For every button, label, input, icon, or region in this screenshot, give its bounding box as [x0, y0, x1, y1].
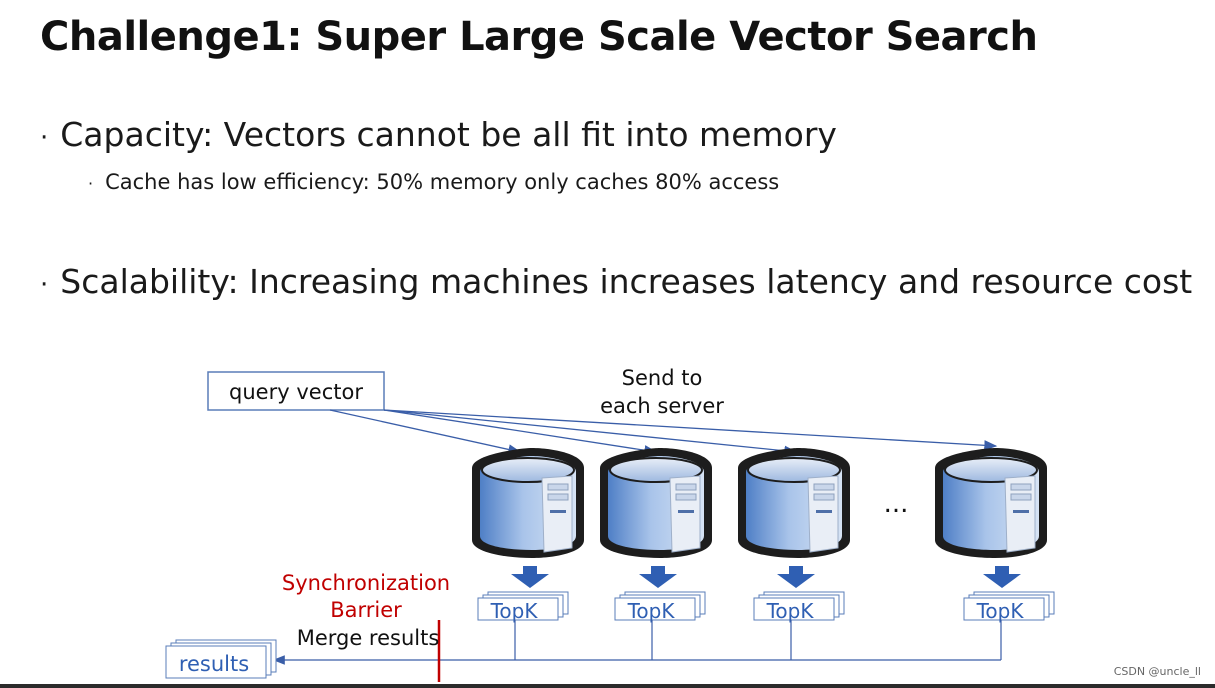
server-3 [737, 447, 851, 559]
results-label: results [179, 652, 249, 676]
send-arrows [329, 409, 998, 456]
bullet-capacity-text: Capacity: Vectors cannot be all fit into… [60, 115, 837, 154]
send-arrow-4 [383, 409, 998, 451]
bullet-scalability-text: Scalability: Increasing machines increas… [60, 262, 1193, 301]
topk-stack-2: TopK [614, 591, 706, 623]
send-arrow-1 [329, 409, 522, 455]
down-arrow-3 [777, 566, 815, 588]
send-arrow-3 [383, 409, 798, 456]
down-arrow-1 [511, 566, 549, 588]
topk-label-2: TopK [627, 599, 676, 623]
ellipsis: ... [884, 489, 909, 519]
send-arrow-2 [383, 409, 658, 456]
topk-stack-4: TopK [963, 591, 1055, 623]
sub-bullet-dot: · [88, 174, 94, 193]
results-stack: results [165, 639, 277, 679]
query-vector-box: query vector [207, 371, 385, 411]
server-2 [599, 447, 713, 559]
bullet-scalability: · Scalability: Increasing machines increa… [40, 262, 1192, 301]
send-label-line2: each server [600, 394, 724, 418]
bullet-dot: · [40, 270, 49, 300]
server-1 [471, 447, 585, 559]
slide-title: Challenge1: Super Large Scale Vector Sea… [40, 14, 1038, 60]
merge-lines [272, 620, 1002, 665]
bottom-bar [0, 684, 1215, 688]
bullet-capacity: · Capacity: Vectors cannot be all fit int… [40, 115, 837, 154]
topk-label-4: TopK [976, 599, 1025, 623]
topk-label-3: TopK [766, 599, 815, 623]
sync-label-line1: Synchronization [282, 571, 450, 595]
send-label-line1: Send to [622, 366, 703, 390]
sub-bullet-cache-text: Cache has low efficiency: 50% memory onl… [105, 170, 780, 194]
down-arrow-2 [639, 566, 677, 588]
query-vector-label: query vector [229, 380, 363, 404]
down-arrow-4 [983, 566, 1021, 588]
server-4 [934, 447, 1048, 559]
watermark: CSDN @uncle_ll [1113, 665, 1201, 678]
topk-stack-1: TopK [477, 591, 569, 623]
sync-label-line2: Barrier [330, 598, 402, 622]
topk-label-1: TopK [490, 599, 539, 623]
topk-stack-3: TopK [753, 591, 845, 623]
merge-results-label: Merge results [297, 626, 440, 650]
sub-bullet-cache: · Cache has low efficiency: 50% memory on… [88, 170, 779, 194]
bullet-dot: · [40, 123, 49, 153]
